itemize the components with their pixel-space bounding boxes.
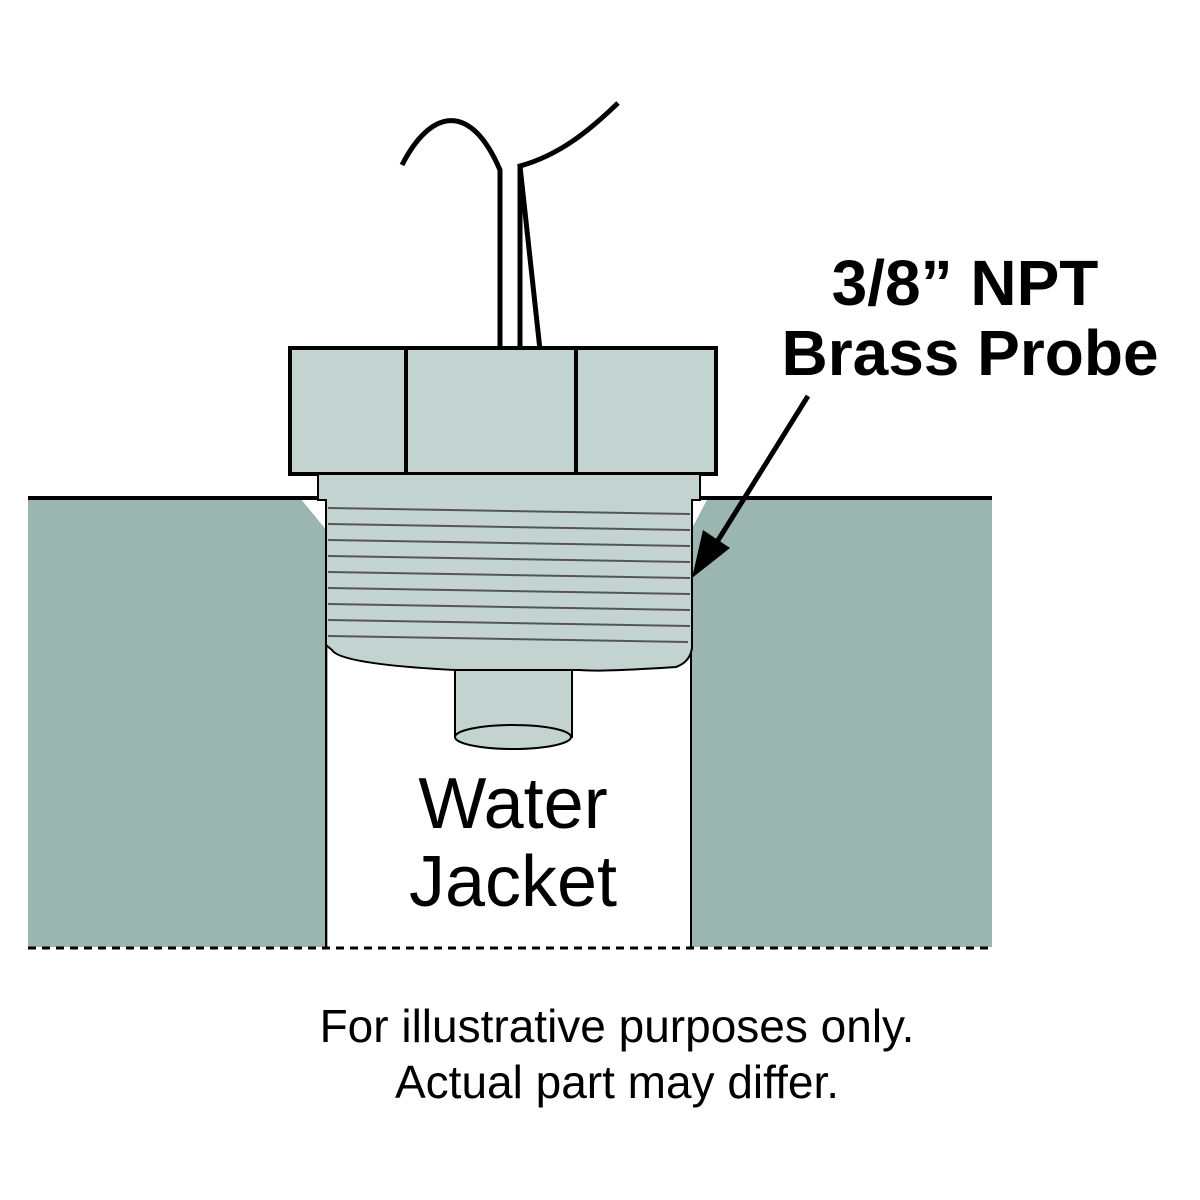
callout-arrowhead bbox=[692, 530, 730, 578]
engine-block-left bbox=[28, 498, 328, 947]
probe-hex-nut bbox=[288, 346, 718, 476]
callout-label-line2: Brass Probe bbox=[781, 317, 1158, 389]
water-jacket-label-line1: Water bbox=[418, 764, 607, 844]
callout-arrow-line bbox=[709, 394, 811, 552]
engine-block-right bbox=[690, 498, 992, 947]
disclaimer-line2: Actual part may differ. bbox=[395, 1056, 839, 1108]
disclaimer-line1: For illustrative purposes only. bbox=[320, 1000, 915, 1052]
probe-wire-right bbox=[517, 101, 620, 351]
water-jacket-label-line2: Jacket bbox=[409, 842, 617, 922]
probe-tip-end bbox=[454, 724, 572, 750]
callout-label-line1: 3/8” NPT bbox=[832, 247, 1099, 319]
probe-threads bbox=[327, 507, 691, 643]
probe-wire-left bbox=[399, 118, 503, 350]
